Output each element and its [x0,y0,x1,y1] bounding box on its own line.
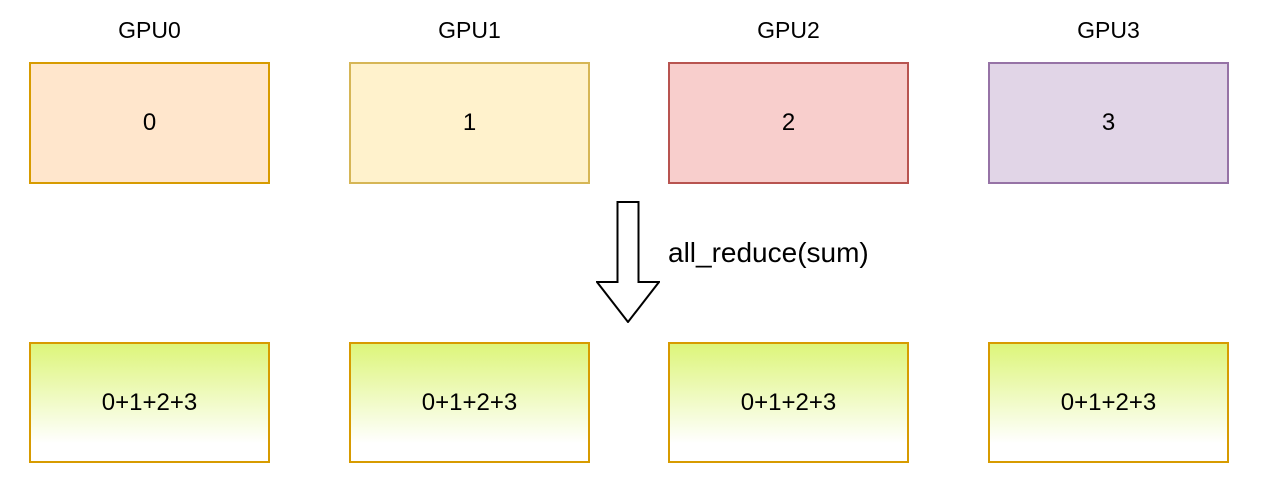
gpu1-input-value: 1 [462,109,477,136]
gpu3-input-box: 3 [988,62,1229,184]
operation-label: all_reduce(sum) [668,237,869,268]
gpu2-input-value: 2 [781,109,796,136]
gpu0-result-value: 0+1+2+3 [101,388,198,416]
gpu0-input-box: 0 [29,62,270,184]
gpu0-name-label: GPU0 [118,17,181,43]
gpu3-result-value: 0+1+2+3 [1060,388,1157,416]
gpu1-result-box: 0+1+2+3 [349,342,590,463]
gpu2-name-label: GPU2 [757,17,820,43]
gpu2-result-box: 0+1+2+3 [668,342,909,463]
gpu1-name-label: GPU1 [438,17,501,43]
gpu1-input-box: 1 [349,62,590,184]
gpu0-result-box: 0+1+2+3 [29,342,270,463]
gpu3-result-box: 0+1+2+3 [988,342,1229,463]
gpu3-input-value: 3 [1101,109,1116,136]
gpu0-input-value: 0 [142,109,157,136]
gpu3-name-label: GPU3 [1077,17,1140,43]
gpu2-result-value: 0+1+2+3 [740,388,837,416]
gpu2-input-box: 2 [668,62,909,184]
down-arrow-icon [594,201,662,324]
gpu1-result-value: 0+1+2+3 [421,388,518,416]
